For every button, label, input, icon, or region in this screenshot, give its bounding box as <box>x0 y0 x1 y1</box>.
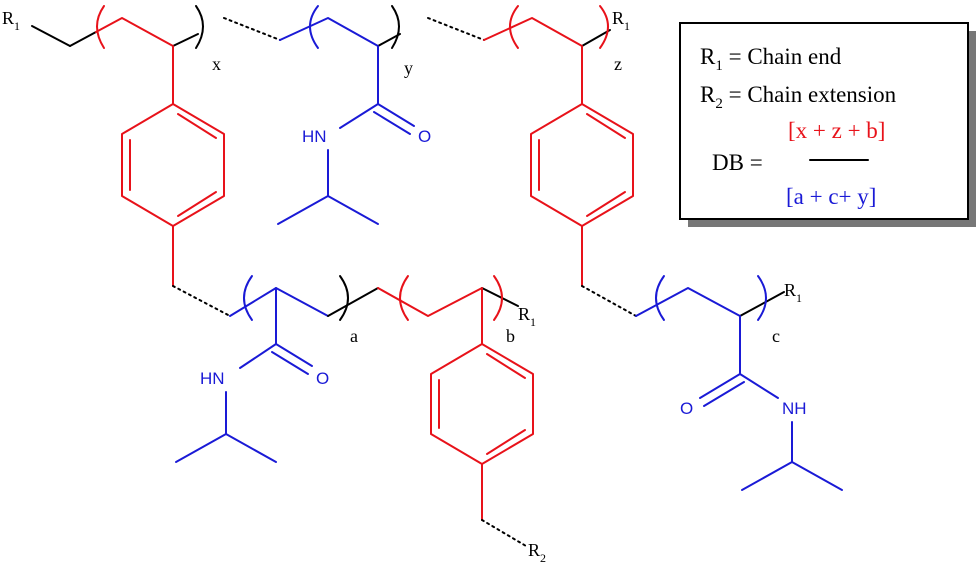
bracket-c-open <box>655 275 665 321</box>
subscript-x: x <box>212 54 221 74</box>
legend: R1 = Chain end R2 = Chain extension [x +… <box>679 22 976 227</box>
bracket-z-open <box>509 5 519 49</box>
amide-a-oxygen: O <box>316 369 329 388</box>
ring-x-inner-1 <box>177 113 217 139</box>
ring-b-inner-2 <box>486 429 526 455</box>
legend-box <box>679 22 969 220</box>
subscript-y: y <box>404 58 413 78</box>
ring-b <box>430 343 534 465</box>
bond-a-right <box>327 287 379 317</box>
r1-label-top-right: R1 <box>612 8 630 33</box>
bracket-z-close <box>599 5 609 49</box>
bond-z-right <box>581 29 611 47</box>
hash-xy <box>223 17 281 41</box>
bracket-c-close <box>757 275 767 321</box>
hash-ring-z-to-c <box>581 285 637 317</box>
amide-y-oxygen: O <box>418 127 431 146</box>
amide-c-cn <box>739 373 779 399</box>
hash-ring-b-to-r2 <box>481 519 527 547</box>
r1-label-branch-c: R1 <box>784 280 802 305</box>
bracket-b-open <box>399 275 409 321</box>
styrene-b-backbone <box>377 287 483 317</box>
amide-y-co-1 <box>377 103 415 127</box>
legend-denominator: [a + c+ y] <box>786 184 876 209</box>
bracket-y-close <box>391 5 400 49</box>
bracket-b-close <box>493 275 503 321</box>
hash-ring-x-to-a <box>172 285 231 317</box>
amide-y-co-2 <box>373 111 411 135</box>
left-branch: a O HN b R1 R2 <box>172 275 546 565</box>
r1-label-top-left: R1 <box>2 8 20 33</box>
legend-db-label: DB = <box>712 150 763 175</box>
ring-b-inner-1 <box>486 353 526 379</box>
subscript-c: c <box>772 326 780 346</box>
amide-c-co-1 <box>699 373 741 399</box>
amide-y-cn <box>339 103 379 129</box>
nipam-y-backbone <box>279 17 379 47</box>
legend-r1-line: R1 = Chain end <box>700 44 842 74</box>
bracket-a-close <box>339 275 349 321</box>
bond-top-1 <box>69 31 97 47</box>
bond-x-right <box>172 33 199 47</box>
amide-a-ipr-2 <box>225 433 277 463</box>
amide-c-ipr-2 <box>791 461 843 491</box>
r2-label: R2 <box>528 540 546 565</box>
ring-z-inner-2 <box>586 191 626 217</box>
amide-y-ipr-2 <box>327 195 379 225</box>
top-chain: R1 x y O HN <box>2 5 634 287</box>
nipam-c-backbone <box>635 287 741 317</box>
amide-c-ipr-1 <box>741 461 793 491</box>
ring-x-inner-2 <box>177 191 217 217</box>
amide-y-hn: HN <box>302 127 327 146</box>
subscript-a: a <box>350 326 358 346</box>
bracket-x-open <box>96 5 105 49</box>
ring-z <box>530 103 634 227</box>
bond-b-right <box>481 287 519 307</box>
amide-a-cn <box>239 343 277 369</box>
amide-a-hn: HN <box>200 369 225 388</box>
legend-numerator: [x + z + b] <box>788 118 885 143</box>
bracket-y-open <box>309 5 319 49</box>
bond-r1-top-left <box>31 25 71 47</box>
amide-y-ipr-1 <box>277 195 329 225</box>
amide-a-ipr-1 <box>175 433 227 463</box>
bracket-x-close <box>195 5 204 49</box>
amide-c-co-2 <box>703 381 745 407</box>
styrene-z-backbone <box>483 17 583 47</box>
subscript-b: b <box>506 326 515 346</box>
right-branch: c R1 O NH <box>581 275 843 491</box>
ring-z-inner-1 <box>586 113 626 139</box>
legend-r2-line: R2 = Chain extension <box>700 82 897 112</box>
ring-x <box>121 103 225 227</box>
bond-y-right <box>377 33 401 47</box>
amide-a-co-2 <box>271 351 309 375</box>
bond-c-right <box>739 291 785 317</box>
amide-a-co-1 <box>275 343 313 367</box>
subscript-z: z <box>614 54 622 74</box>
hash-yz <box>427 17 485 41</box>
styrene-x-backbone <box>95 17 174 47</box>
amide-c-nh: NH <box>782 399 807 418</box>
bracket-a-open <box>243 275 253 321</box>
r1-label-branch-b: R1 <box>518 304 536 329</box>
amide-c-oxygen: O <box>680 399 693 418</box>
